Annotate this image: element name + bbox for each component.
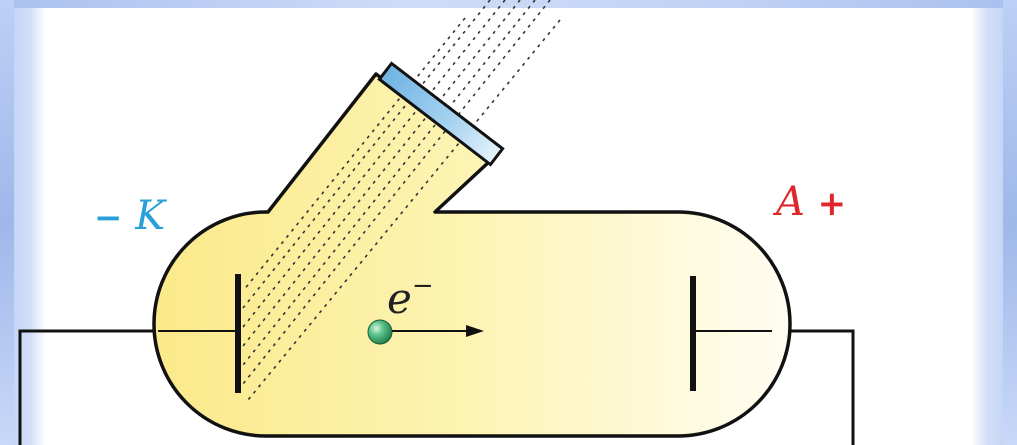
left-border — [0, 0, 14, 445]
electron-symbol: e — [387, 274, 412, 323]
arrow-head — [466, 325, 484, 337]
electron-charge: − — [411, 271, 434, 301]
anode-sign: + — [817, 184, 847, 224]
circuit-wire-left — [18, 329, 158, 445]
quartz-window — [377, 61, 505, 167]
cathode-letter: K — [135, 193, 166, 239]
cathode-sign: − — [94, 198, 123, 238]
anode-label: A + — [776, 182, 846, 222]
right-border — [1003, 0, 1017, 445]
electron-label: e− — [387, 273, 434, 323]
top-band — [0, 0, 1017, 8]
vacuum-tube — [152, 72, 792, 438]
circuit-wire-right — [772, 329, 855, 445]
light-rays — [242, 0, 561, 401]
electron — [367, 319, 393, 345]
cathode-label: − K — [94, 196, 165, 236]
anode-letter: A — [776, 179, 805, 225]
